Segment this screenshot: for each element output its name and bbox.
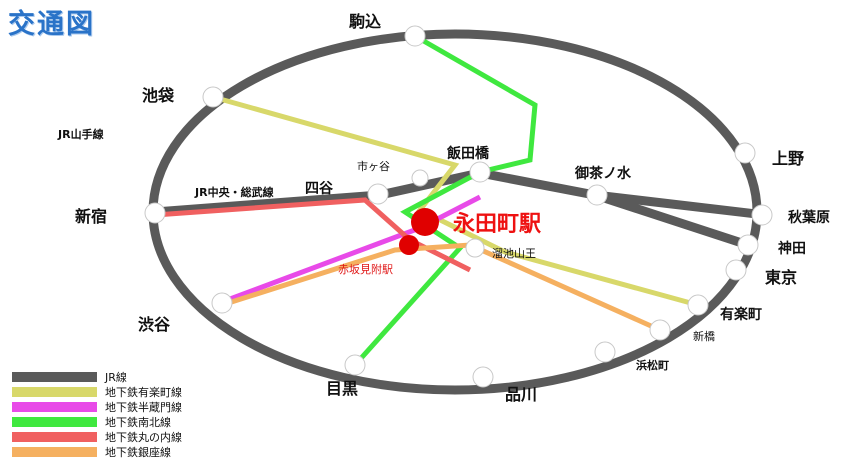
- station-label-yotsuya: 四谷: [305, 181, 333, 197]
- map-title: 交通図: [8, 9, 95, 40]
- station-label-shibuya: 渋谷: [138, 315, 171, 334]
- station-marker-shinagawa[interactable]: [472, 366, 494, 388]
- legend-swatch-marunouchi: [12, 431, 97, 442]
- legend-label: 地下鉄丸の内線: [105, 430, 182, 444]
- station-label-shimbashi: 新橋: [693, 330, 715, 343]
- station-marker-yotsuya[interactable]: [367, 183, 389, 205]
- station-label-yurakucho: 有楽町: [720, 307, 762, 323]
- station-marker-yurakucho[interactable]: [687, 294, 709, 316]
- station-label-tokyo: 東京: [765, 268, 798, 287]
- station-marker-komagome[interactable]: [404, 25, 426, 47]
- station-marker-shibuya[interactable]: [211, 292, 233, 314]
- station-label-tameike-sanno: 溜池山王: [492, 247, 536, 260]
- legend-label: JR線: [105, 370, 127, 384]
- station-marker-hamamatsucho[interactable]: [594, 341, 616, 363]
- legend-item: 地下鉄有楽町線: [12, 384, 182, 399]
- station-label-akihabara: 秋葉原: [788, 210, 830, 226]
- main-station-marker[interactable]: [411, 208, 439, 236]
- legend-item: 地下鉄南北線: [12, 414, 182, 429]
- station-label-ikebukuro: 池袋: [142, 86, 175, 105]
- station-marker-akihabara[interactable]: [751, 204, 773, 226]
- main-station-label: 永田町駅: [453, 212, 542, 237]
- legend-swatch-hanzomon: [12, 401, 97, 412]
- station-marker-meguro[interactable]: [344, 354, 366, 376]
- station-label-ochanomizu: 御茶ノ水: [575, 166, 631, 182]
- station-marker-tokyo[interactable]: [725, 259, 747, 281]
- station-label-kanda: 神田: [778, 241, 806, 257]
- station-label-ichigaya: 市ヶ谷: [357, 160, 390, 173]
- station-marker-shimbashi[interactable]: [649, 319, 671, 341]
- station-marker-ochanomizu[interactable]: [586, 184, 608, 206]
- legend-swatch-jr: [12, 371, 97, 382]
- station-label-hamamatsucho: 浜松町: [636, 359, 669, 372]
- marunouchi-line: [154, 197, 472, 273]
- jr-yamanote-label: JR山手線: [58, 128, 104, 141]
- legend-item: 地下鉄半蔵門線: [12, 399, 182, 414]
- legend-swatch-ginza: [12, 446, 97, 457]
- legend-item: 地下鉄丸の内線: [12, 429, 182, 444]
- station-label-ueno: 上野: [772, 149, 805, 168]
- legend-label: 地下鉄銀座線: [105, 445, 171, 459]
- legend-label: 地下鉄半蔵門線: [105, 400, 182, 414]
- station-marker-iidabashi[interactable]: [469, 161, 491, 183]
- station-label-shinagawa: 品川: [505, 385, 538, 404]
- legend-swatch-namboku: [12, 416, 97, 427]
- station-label-shinjuku: 新宿: [75, 207, 108, 226]
- ginza-line: [221, 242, 662, 333]
- legend-swatch-yurakucho: [12, 386, 97, 397]
- jr-chuo-label: JR中央・総武線: [195, 186, 274, 199]
- station-label-komagome: 駒込: [349, 12, 382, 31]
- legend-label: 地下鉄南北線: [105, 415, 171, 429]
- akasaka-mitsuke-label: 赤坂見附駅: [338, 263, 393, 276]
- legend-label: 地下鉄有楽町線: [105, 385, 182, 399]
- station-label-iidabashi: 飯田橋: [447, 146, 489, 162]
- station-marker-ueno[interactable]: [734, 142, 756, 164]
- station-marker-ikebukuro[interactable]: [202, 86, 224, 108]
- hanzomon-line: [221, 194, 482, 305]
- legend-item: 地下鉄銀座線: [12, 444, 182, 459]
- station-marker-tameike-sanno[interactable]: [465, 238, 485, 258]
- station-marker-kanda[interactable]: [737, 234, 759, 256]
- legend: JR線 地下鉄有楽町線 地下鉄半蔵門線 地下鉄南北線 地下鉄丸の内線 地下鉄銀座…: [12, 369, 182, 459]
- station-marker-ichigaya[interactable]: [411, 169, 429, 187]
- station-marker-shinjuku[interactable]: [144, 202, 166, 224]
- legend-item: JR線: [12, 369, 182, 384]
- station-label-meguro: 目黒: [326, 379, 359, 398]
- akasaka-mitsuke-marker[interactable]: [399, 235, 419, 255]
- jr-branch-line: [593, 190, 750, 250]
